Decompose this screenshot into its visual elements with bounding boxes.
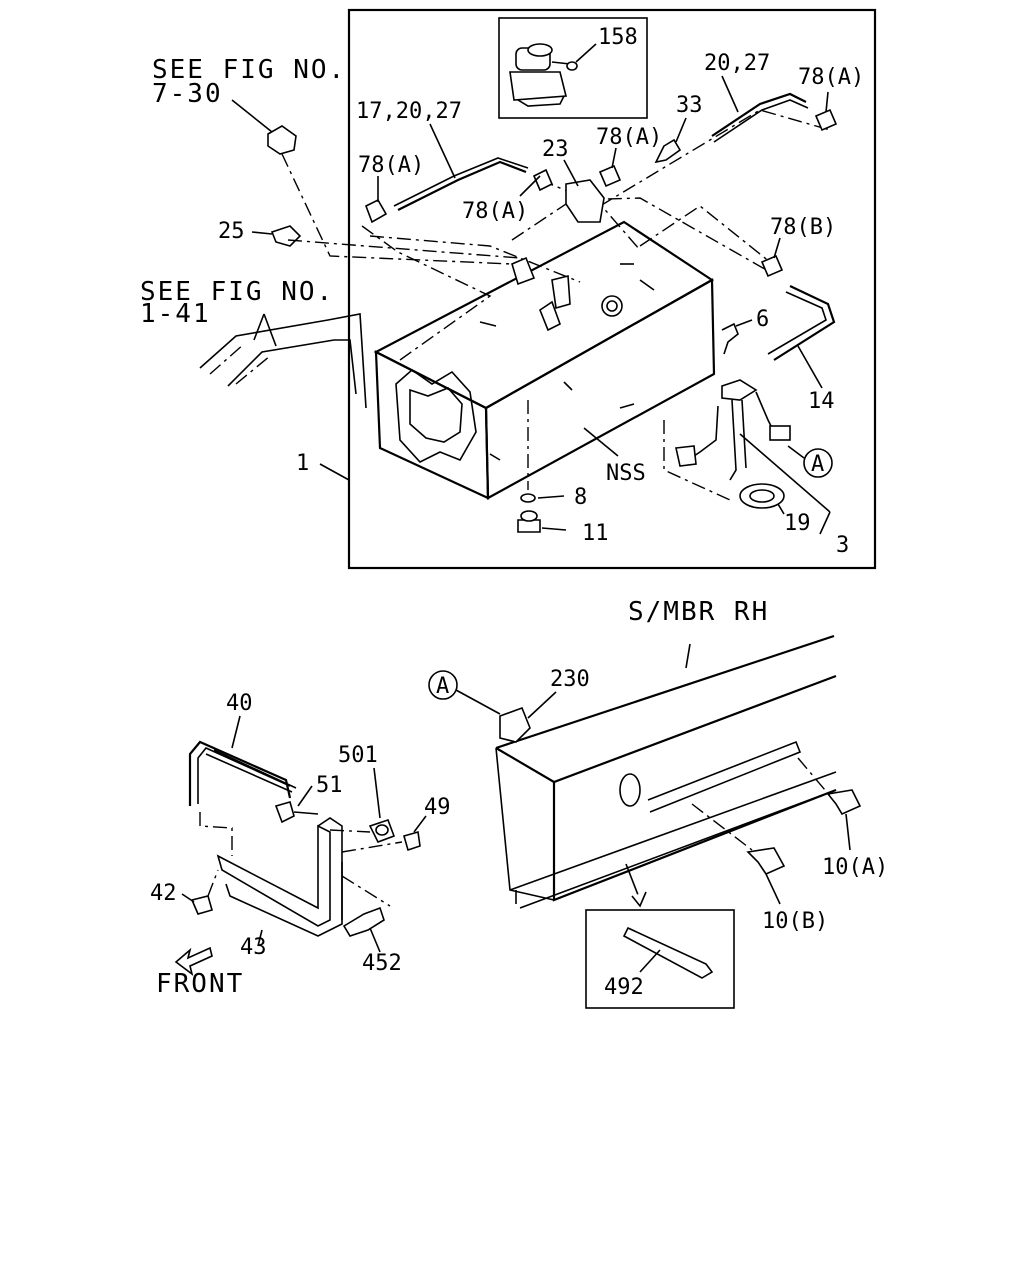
bracket-23 [565,179,605,223]
callout-10b: 10(B) [762,909,828,934]
ref-fig-7-30-line2: 7-30 [152,79,223,109]
front-label: FRONT [156,969,244,999]
callout-17-20-27: 17,20,27 [356,99,462,124]
screw-33 [654,138,682,164]
clamp-78a-center [532,168,554,192]
callout-452: 452 [362,951,402,976]
dash-line-d [599,109,831,207]
clamp-78a-left [364,198,388,224]
dash-line-a [361,225,492,361]
leader-20-27 [721,75,739,113]
dash-line-g [369,235,581,283]
clamp-78a-mid [598,164,622,188]
callout-40: 40 [226,691,253,716]
hose-14 [773,285,836,361]
dash-line-c [511,197,771,273]
callout-78a-mid: 78(A) [596,125,662,150]
side-member-label: S/MBR RH [628,597,769,627]
tie-inset-frame [585,909,735,1009]
strap-40 [188,740,297,806]
callout-78b: 78(B) [770,215,836,240]
ref-fig-7-30-line1: SEE FIG NO. [152,55,346,85]
circle-a-label: A [811,452,824,477]
screw-6 [721,322,739,355]
circle-a-label-lower: A [436,674,449,699]
clip-230 [499,706,531,743]
leader-14 [797,345,823,389]
filler-cap [267,125,297,155]
fuel-tank [373,220,716,500]
circle-a-marker-lower [428,670,458,700]
callout-33: 33 [676,93,703,118]
callout-11: 11 [582,521,609,546]
callout-501: 501 [338,743,378,768]
valve-inset-frame [498,17,648,119]
callout-8: 8 [574,485,587,510]
washer-8 [520,493,536,503]
callout-42: 42 [150,881,177,906]
bracket-43 [216,817,343,937]
callout-43: 43 [240,935,267,960]
callout-3: 3 [836,533,849,558]
callout-23: 23 [542,137,569,162]
callout-78a-right: 78(A) [798,65,864,90]
callout-1: 1 [296,451,309,476]
ref-fig-1-41-line2: 1-41 [140,299,211,329]
filler-neck [511,256,536,286]
bolt-51 [274,801,295,824]
clip-10b [746,847,786,876]
fuel-line-inner [227,339,357,395]
callout-6: 6 [756,307,769,332]
clip-10a [826,789,862,816]
nut-49 [403,830,421,852]
callout-19: 19 [784,511,811,536]
circle-a-marker [803,448,833,478]
callout-20-27: 20,27 [704,51,770,76]
leader-158 [575,43,597,63]
valve-part-158 [509,43,578,107]
nss-label: NSS [606,461,646,486]
pin-452 [342,906,385,937]
cable-tie-492 [622,926,714,979]
callout-51: 51 [316,773,343,798]
fuel-sender-unit-3 [675,379,791,481]
side-member-rh [495,634,837,909]
dash-line-e [639,205,771,263]
callout-14: 14 [808,389,835,414]
hose-17-20-27 [397,160,527,211]
leader-17-20-27 [429,123,456,179]
front-arrow-icon [174,946,213,976]
callout-158: 158 [598,25,638,50]
ref-fig-1-41-line1: SEE FIG NO. [140,277,334,307]
callout-230: 230 [550,667,590,692]
fuel-line-outer [199,313,367,409]
tank-assembly-frame [347,8,877,570]
callout-25: 25 [218,219,245,244]
callout-49: 49 [424,795,451,820]
clamp-78a-right [814,108,838,132]
cap-25 [270,225,302,247]
callout-78a-left: 78(A) [358,153,424,178]
hose-20-27 [711,92,807,137]
callout-492: 492 [604,975,644,1000]
callout-78a-center: 78(A) [462,199,528,224]
bushing-501 [368,818,396,844]
callout-10a: 10(A) [822,855,888,880]
ring-19 [739,483,785,509]
nut-42 [190,895,213,915]
clamp-78b [760,254,784,278]
